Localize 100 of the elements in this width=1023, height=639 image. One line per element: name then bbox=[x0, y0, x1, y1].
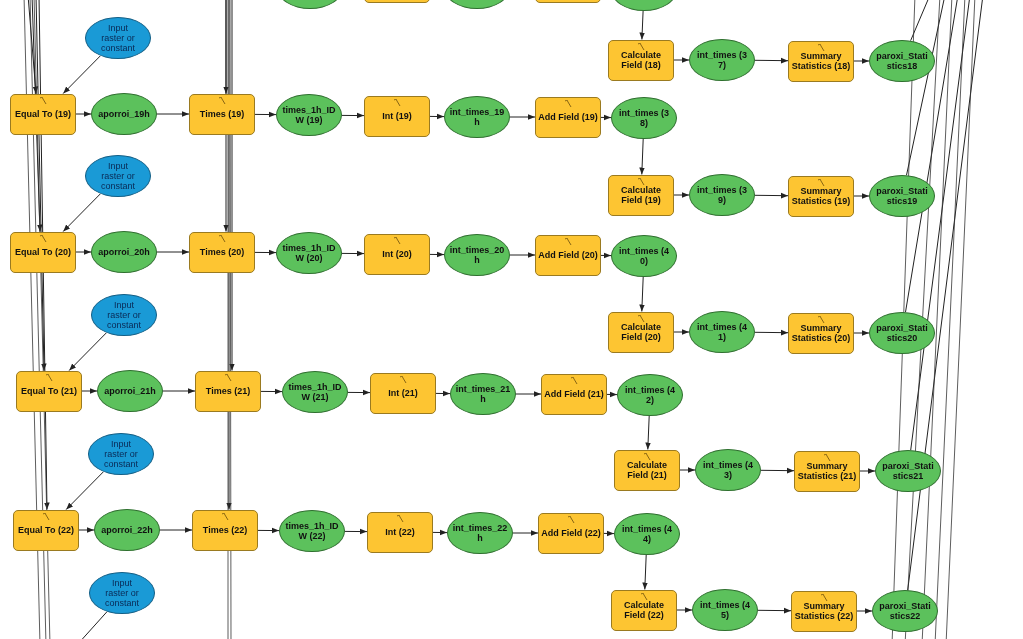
arrow bbox=[254, 111, 277, 118]
node-label: Input raster or constant bbox=[106, 300, 142, 330]
node-label: Input raster or constant bbox=[104, 578, 140, 608]
node-label: paroxi_Statistics22 bbox=[878, 601, 932, 621]
node-label: int_times (45) bbox=[699, 600, 751, 620]
node-label: Equal To (22) bbox=[18, 525, 74, 535]
node-label: Int (20) bbox=[382, 249, 412, 259]
arrow bbox=[229, 0, 235, 371]
node-label: Summary Statistics (22) bbox=[793, 601, 855, 621]
arrow bbox=[257, 527, 280, 534]
tool-box bbox=[10, 231, 76, 273]
arrow bbox=[344, 528, 368, 535]
arrow bbox=[639, 276, 645, 312]
node-label: int_times (37) bbox=[696, 50, 748, 70]
node-label: Times (19) bbox=[199, 109, 245, 119]
arrow bbox=[600, 252, 612, 259]
tool-box bbox=[541, 373, 607, 415]
arrow bbox=[429, 251, 445, 258]
tool-box bbox=[189, 231, 255, 273]
arrow bbox=[162, 388, 196, 394]
node-label: Int (21) bbox=[388, 388, 418, 398]
arrow bbox=[673, 329, 690, 335]
tool-box bbox=[195, 370, 261, 412]
node-label: Input raster or constant bbox=[100, 161, 136, 191]
tool-box bbox=[13, 509, 79, 551]
arrow bbox=[347, 389, 371, 396]
arrow bbox=[603, 530, 615, 537]
node-label: paroxi_Statistics19 bbox=[875, 186, 929, 206]
node-label: aporroi_19h bbox=[98, 109, 150, 119]
arrow bbox=[260, 388, 283, 395]
node-label: int_times_20h bbox=[449, 245, 505, 265]
arrow bbox=[62, 55, 101, 94]
node-label: Calculate Field (20) bbox=[620, 322, 662, 342]
tool-box bbox=[189, 93, 255, 135]
node-label: times_1h_IDW (19) bbox=[281, 105, 337, 125]
arrow bbox=[81, 388, 98, 394]
node-label: Calculate Field (22) bbox=[623, 600, 665, 620]
node-label: Input raster or constant bbox=[103, 439, 139, 469]
node-label: int_times (41) bbox=[696, 322, 748, 342]
arrow bbox=[676, 607, 693, 613]
node-label: Times (20) bbox=[199, 247, 245, 257]
arrow bbox=[754, 57, 789, 64]
tool-box bbox=[535, 96, 601, 138]
node-label: Calculate Field (19) bbox=[620, 185, 662, 205]
arrow bbox=[156, 249, 190, 255]
tool-box bbox=[535, 234, 601, 276]
tool-box bbox=[538, 512, 604, 554]
arrow bbox=[639, 138, 645, 175]
node-label: Equal To (20) bbox=[15, 247, 71, 257]
node-label: times_1h_IDW (21) bbox=[287, 382, 343, 402]
node-label: Summary Statistics (18) bbox=[790, 51, 852, 71]
node-label: Times (22) bbox=[202, 525, 248, 535]
arrow bbox=[645, 415, 651, 450]
node-label: Add Field (22) bbox=[541, 528, 601, 538]
arrow bbox=[341, 250, 365, 257]
tool-box bbox=[608, 174, 674, 216]
node-label: Equal To (21) bbox=[21, 386, 77, 396]
data-ellipse bbox=[872, 590, 938, 632]
arrow bbox=[853, 193, 870, 199]
node-label: Add Field (20) bbox=[538, 250, 598, 260]
arrow bbox=[757, 607, 792, 614]
arrow bbox=[853, 330, 870, 336]
arrow bbox=[254, 249, 277, 256]
arrow bbox=[223, 0, 229, 232]
tool-box bbox=[367, 511, 433, 553]
arrow bbox=[754, 192, 789, 199]
arrow bbox=[754, 329, 789, 336]
node-label: aporroi_22h bbox=[101, 525, 153, 535]
node-label: aporroi_20h bbox=[98, 247, 150, 257]
tool-box bbox=[16, 370, 82, 412]
node-label: Input raster or constant bbox=[100, 23, 136, 53]
tool-box bbox=[611, 589, 677, 631]
node-label: int_times (42) bbox=[624, 385, 676, 405]
node-label: int_times_22h bbox=[452, 523, 508, 543]
arrow bbox=[159, 527, 193, 533]
arrow bbox=[38, 0, 50, 510]
data-ellipse bbox=[869, 40, 935, 82]
arrow bbox=[62, 193, 101, 232]
tool-box bbox=[364, 95, 430, 137]
arrow bbox=[75, 249, 92, 255]
arrow bbox=[78, 527, 95, 533]
arrow bbox=[673, 57, 690, 63]
arrow bbox=[606, 391, 618, 398]
arrow bbox=[429, 113, 445, 120]
arrow bbox=[65, 471, 104, 510]
arrow bbox=[679, 467, 696, 473]
tool-box bbox=[791, 590, 857, 632]
node-label: int_times (43) bbox=[702, 460, 754, 480]
node-label: times_1h_IDW (20) bbox=[281, 243, 337, 263]
node-label: aporroi_21h bbox=[104, 386, 156, 396]
node-label: Calculate Field (21) bbox=[626, 460, 668, 480]
node-label: Int (22) bbox=[385, 527, 415, 537]
node-label: int_times_21h bbox=[455, 384, 511, 404]
arrow bbox=[760, 467, 795, 474]
tool-box bbox=[10, 93, 76, 135]
arrow bbox=[673, 192, 690, 198]
tool-box bbox=[608, 39, 674, 81]
node-label: int_times_19h bbox=[449, 107, 505, 127]
node-label: Int (19) bbox=[382, 111, 412, 121]
arrow bbox=[856, 608, 873, 614]
